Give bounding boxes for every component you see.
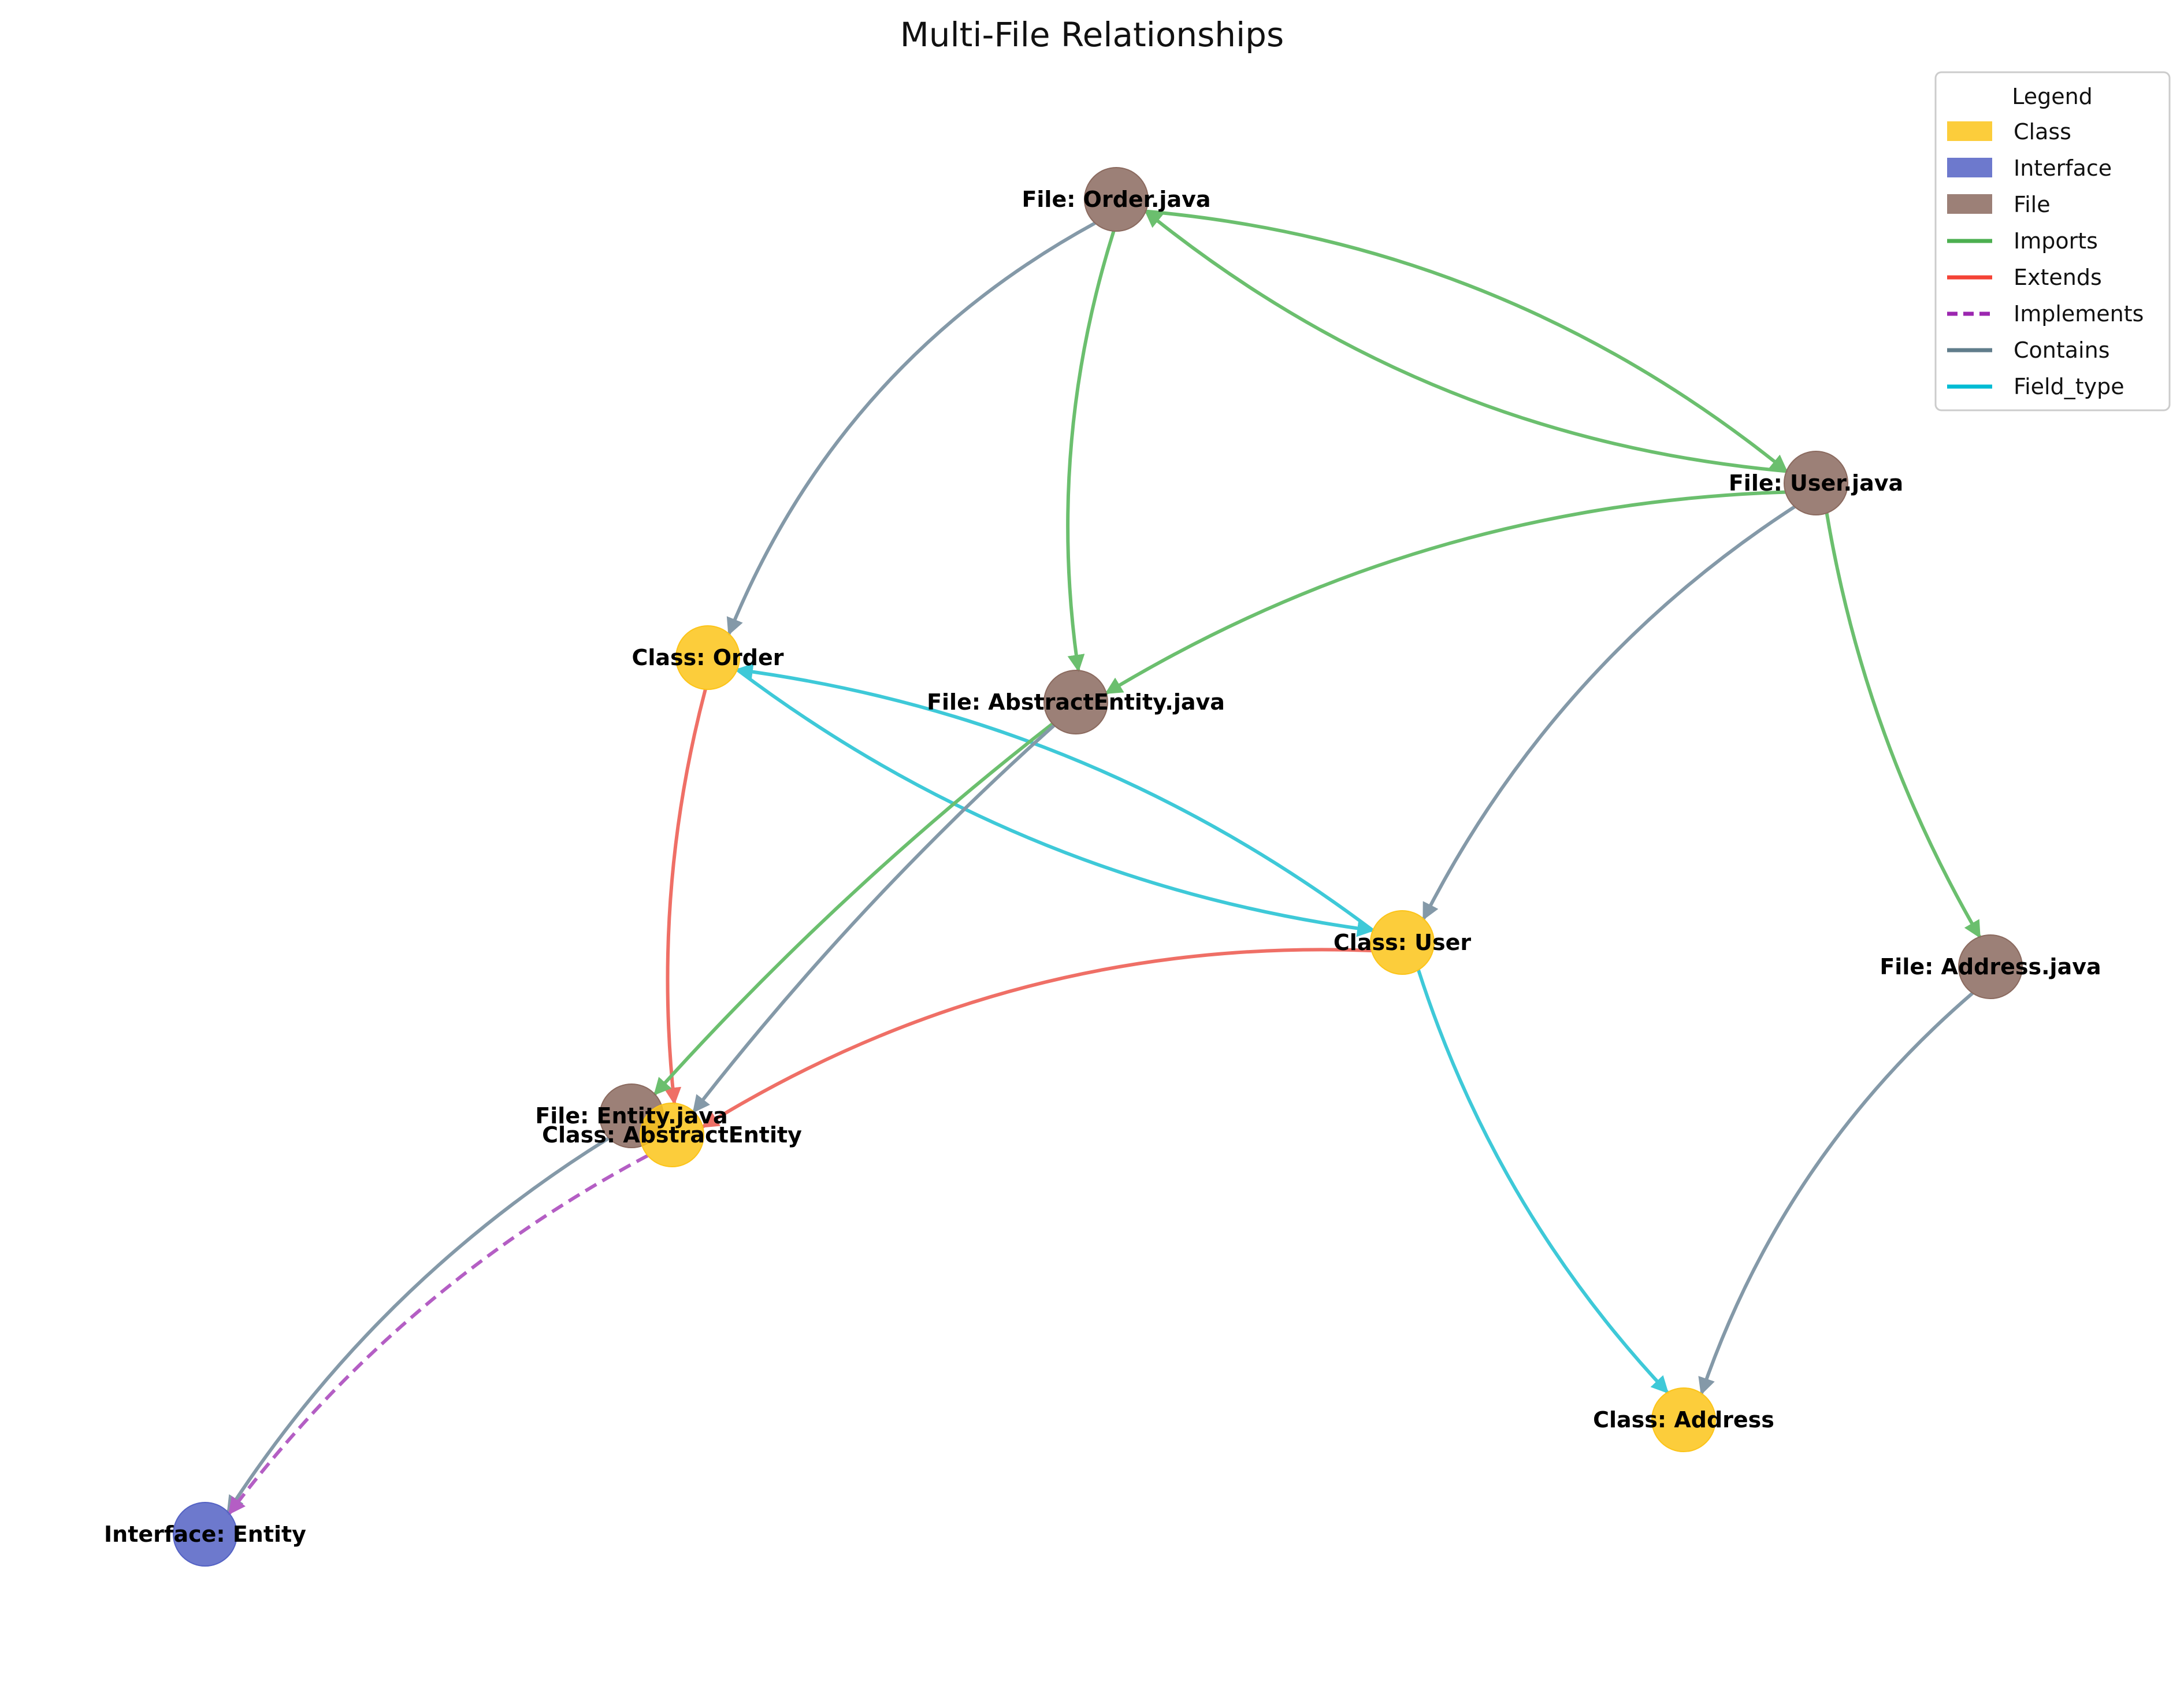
legend-item-contains: Contains	[1947, 337, 2110, 363]
edge-contains-abstract_java-to-class_abstract	[692, 723, 1056, 1114]
edge-field_type-class_user-to-class_address	[1417, 969, 1669, 1394]
node-label-class_order: Class: Order	[632, 645, 784, 670]
node-label-iface_entity: Interface: Entity	[104, 1522, 306, 1547]
legend-item-extends: Extends	[1947, 265, 2102, 290]
edge-contains-order_java-to-class_order	[726, 221, 1096, 636]
legend-label-field_type: Field_type	[2014, 374, 2124, 399]
legend-item-imports: Imports	[1947, 228, 2098, 254]
legend-label-contains: Contains	[2014, 337, 2110, 363]
legend: Legend ClassInterfaceFileImportsExtendsI…	[1934, 71, 2171, 411]
edge-contains-address_java-to-class_address	[1698, 992, 1974, 1396]
edge-contains-entity_java-to-iface_entity	[226, 1136, 610, 1513]
edge-imports-abstract_java-to-entity_java	[653, 722, 1054, 1096]
node-class_user[interactable]	[1370, 910, 1435, 975]
legend-swatch-interface	[1947, 158, 1992, 177]
edge-imports-user_java-to-abstract_java	[1105, 490, 1786, 695]
legend-box	[1934, 71, 2171, 411]
edge-field_type-class_user-to-class_order	[735, 663, 1374, 932]
legend-label-file: File	[2014, 192, 2051, 217]
node-user_java[interactable]	[1784, 451, 1848, 515]
edge-implements-class_abstract-to-iface_entity	[228, 1154, 649, 1515]
edge-field_type-class_order-to-class_user	[736, 668, 1375, 937]
edge-extends-class_order-to-class_abstract	[664, 689, 707, 1105]
node-label-class_address: Class: Address	[1593, 1407, 1774, 1433]
edge-imports-user_java-to-order_java	[1144, 210, 1787, 473]
edge-imports-order_java-to-abstract_java	[1066, 230, 1116, 673]
node-iface_entity[interactable]	[173, 1502, 237, 1567]
legend-label-extends: Extends	[2014, 265, 2102, 290]
node-class_address[interactable]	[1651, 1387, 1716, 1452]
legend-label-interface: Interface	[2014, 155, 2112, 181]
node-label-address_java: File: Address.java	[1880, 954, 2101, 979]
node-label-abstract_java: File: AbstractEntity.java	[927, 689, 1225, 715]
legend-swatch-class	[1947, 121, 1992, 141]
node-label-order_java: File: Order.java	[1022, 187, 1210, 212]
node-order_java[interactable]	[1084, 167, 1149, 232]
edges-layer	[226, 209, 1981, 1515]
node-abstract_java[interactable]	[1043, 670, 1108, 734]
node-label-class_abstract: Class: AbstractEntity	[542, 1122, 802, 1148]
nodes-layer	[173, 167, 2023, 1567]
edge-imports-order_java-to-user_java	[1145, 209, 1788, 473]
node-label-user_java: File: User.java	[1729, 470, 1903, 496]
legend-item-field_type: Field_type	[1947, 374, 2124, 399]
legend-item-implements: Implements	[1947, 301, 2144, 326]
legend-label-class: Class	[2014, 119, 2071, 144]
node-label-entity_java: File: Entity.java	[535, 1103, 727, 1129]
node-class_order[interactable]	[675, 625, 740, 690]
diagram-title: Multi-File Relationships	[900, 15, 1284, 54]
legend-label-imports: Imports	[2014, 228, 2098, 254]
edge-imports-user_java-to-address_java	[1825, 513, 1981, 938]
node-label-class_user: Class: User	[1334, 930, 1471, 955]
node-class_abstract[interactable]	[640, 1103, 704, 1167]
legend-label-implements: Implements	[2014, 301, 2144, 326]
legend-swatch-file	[1947, 194, 1992, 214]
edge-contains-user_java-to-class_user	[1422, 505, 1796, 921]
node-address_java[interactable]	[1958, 934, 2023, 999]
legend-item-class: Class	[1947, 119, 2071, 144]
legend-items: ClassInterfaceFileImportsExtendsImplemen…	[1947, 119, 2144, 399]
legend-item-interface: Interface	[1947, 155, 2112, 181]
legend-item-file: File	[1947, 192, 2051, 217]
edge-extends-class_user-to-class_abstract	[701, 948, 1372, 1129]
legend-title: Legend	[2012, 84, 2093, 109]
